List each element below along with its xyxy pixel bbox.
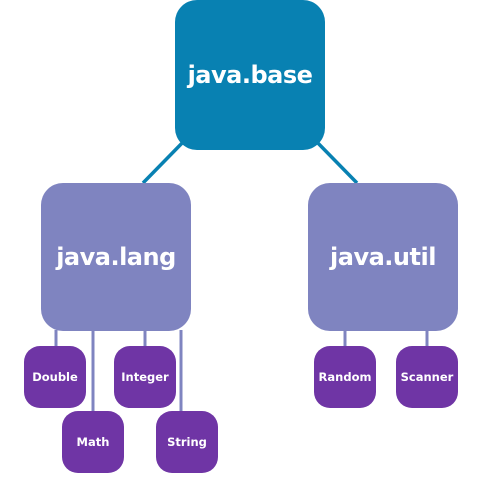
class-node-label: Integer xyxy=(121,370,169,384)
class-node-label: Scanner xyxy=(400,370,454,384)
class-node-random: Random xyxy=(314,346,376,408)
package-node-label: java.util xyxy=(330,243,436,271)
class-node-double: Double xyxy=(24,346,86,408)
link-base-util xyxy=(310,135,359,185)
module-node-java-base: java.base xyxy=(175,0,325,150)
class-node-scanner: Scanner xyxy=(396,346,458,408)
class-node-label: Double xyxy=(32,370,78,384)
package-node-label: java.lang xyxy=(56,243,176,271)
module-node-label: java.base xyxy=(187,61,313,89)
class-node-label: Math xyxy=(76,435,110,449)
class-node-integer: Integer xyxy=(114,346,176,408)
package-node-java-util: java.util xyxy=(308,183,458,331)
package-node-java-lang: java.lang xyxy=(41,183,191,331)
class-node-string: String xyxy=(156,411,218,473)
class-node-label: String xyxy=(167,435,207,449)
class-node-math: Math xyxy=(62,411,124,473)
class-node-label: Random xyxy=(318,370,372,384)
link-base-lang xyxy=(141,135,190,185)
